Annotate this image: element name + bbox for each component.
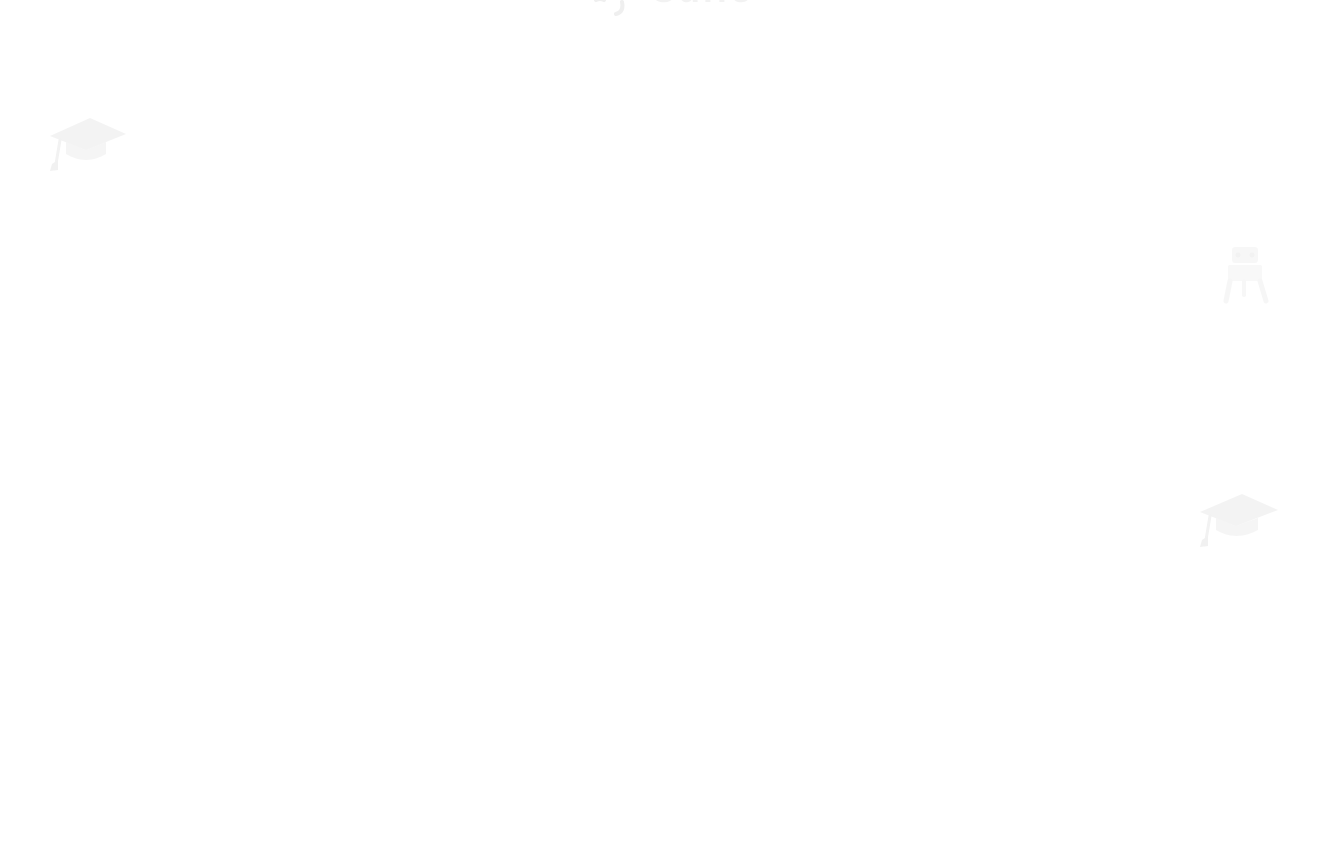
title-flourish-icon <box>594 0 625 16</box>
graduation-cap-icon <box>50 118 126 171</box>
graduation-cap-icon <box>1200 494 1278 547</box>
title-text: Cuffo <box>650 0 754 8</box>
page-title-watermark: Cuffo <box>590 0 760 18</box>
robot-icon <box>1223 247 1269 304</box>
